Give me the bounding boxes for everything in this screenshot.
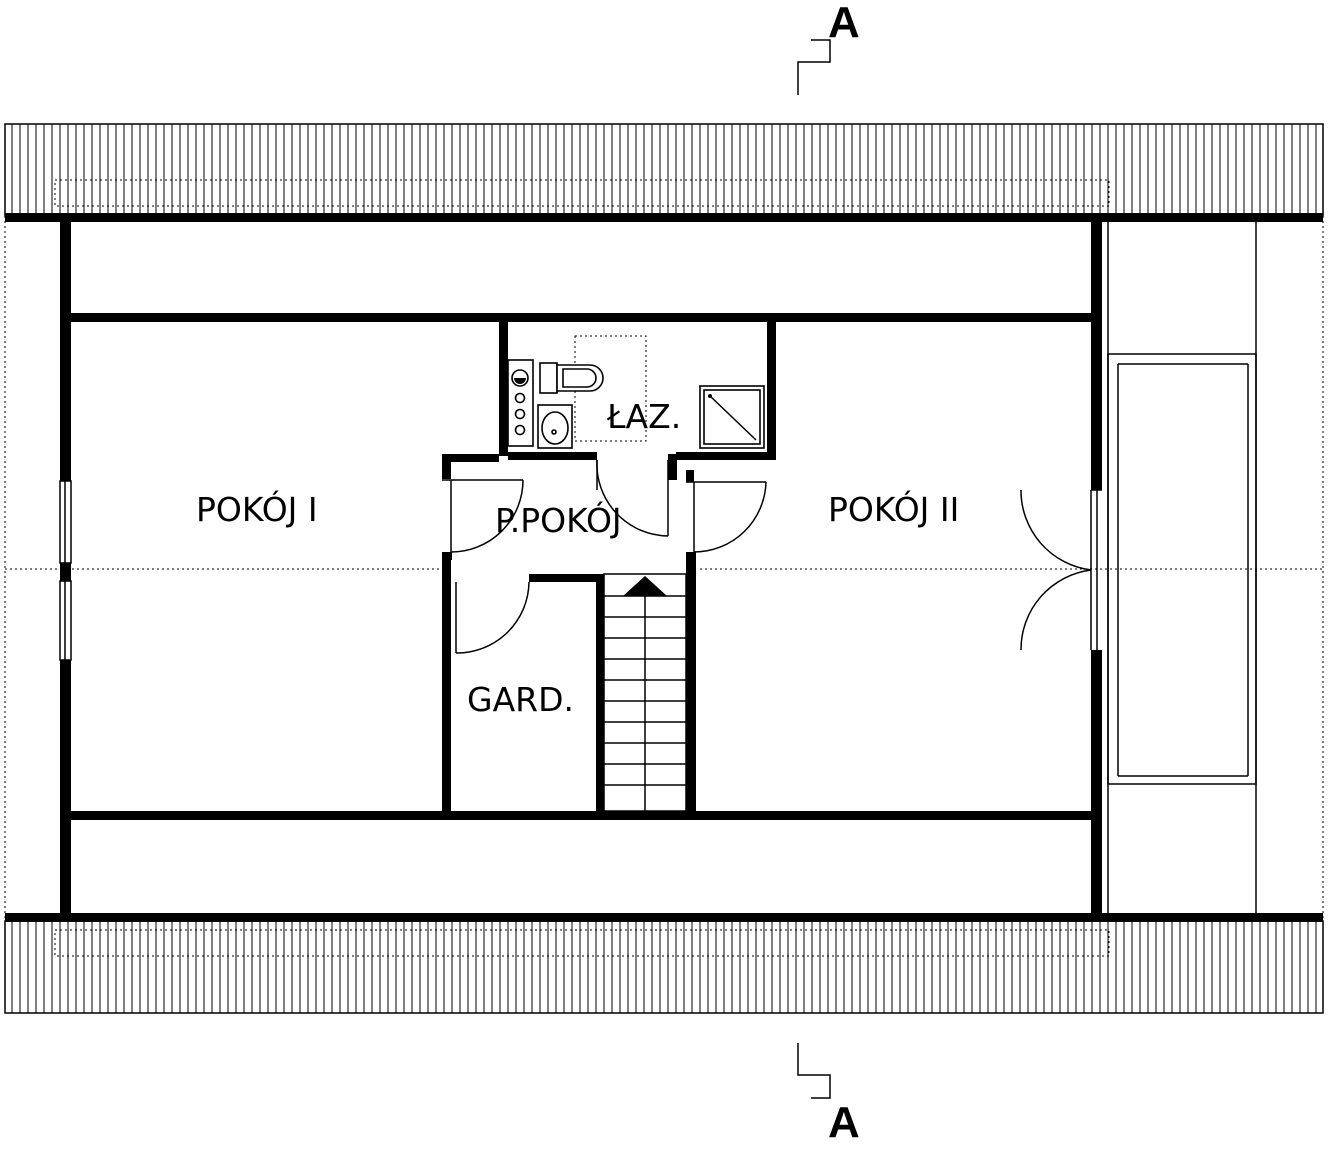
label-hall: P.POKÓJ bbox=[495, 500, 622, 540]
door-room-1 bbox=[442, 479, 524, 553]
stairs-direction-arrow bbox=[623, 576, 667, 596]
bathroom-walls bbox=[499, 322, 776, 460]
outer-walls bbox=[5, 213, 1323, 922]
skylight-outline bbox=[574, 335, 647, 442]
window-left bbox=[59, 480, 72, 661]
shower-tray bbox=[699, 385, 765, 449]
label-room-2: POKÓJ II bbox=[828, 489, 959, 529]
roof-eaves bbox=[4, 123, 1324, 1014]
roof-outline bbox=[4, 216, 1325, 921]
interior-walls bbox=[442, 454, 696, 811]
staircase bbox=[603, 573, 687, 812]
roof-eave-top bbox=[4, 123, 1324, 217]
label-bathroom: ŁAZ. bbox=[606, 397, 681, 436]
balcony-double-door bbox=[1020, 489, 1102, 651]
balcony bbox=[1107, 216, 1257, 921]
eave-gutter-bottom bbox=[54, 929, 1110, 957]
door-bathroom bbox=[596, 459, 669, 537]
section-marker-bottom: A bbox=[797, 1043, 860, 1147]
label-wardrobe: GARD. bbox=[467, 680, 574, 719]
washbasin bbox=[537, 404, 573, 449]
door-wardrobe bbox=[455, 581, 530, 654]
doors bbox=[442, 459, 1102, 654]
eave-gutter-top bbox=[54, 179, 1110, 207]
bathroom-fixtures bbox=[507, 335, 765, 449]
toilet bbox=[539, 362, 604, 394]
room-labels: POKÓJ I POKÓJ II ŁAZ. P.POKÓJ GARD. bbox=[196, 397, 959, 719]
roof-eave-bottom bbox=[4, 920, 1324, 1014]
label-room-1: POKÓJ I bbox=[196, 489, 318, 529]
door-room-2 bbox=[686, 481, 767, 553]
boiler-and-stove bbox=[507, 359, 534, 447]
section-label-top: A bbox=[828, 0, 860, 47]
section-label-bottom: A bbox=[828, 1098, 860, 1147]
section-marker-top: A bbox=[797, 0, 860, 95]
